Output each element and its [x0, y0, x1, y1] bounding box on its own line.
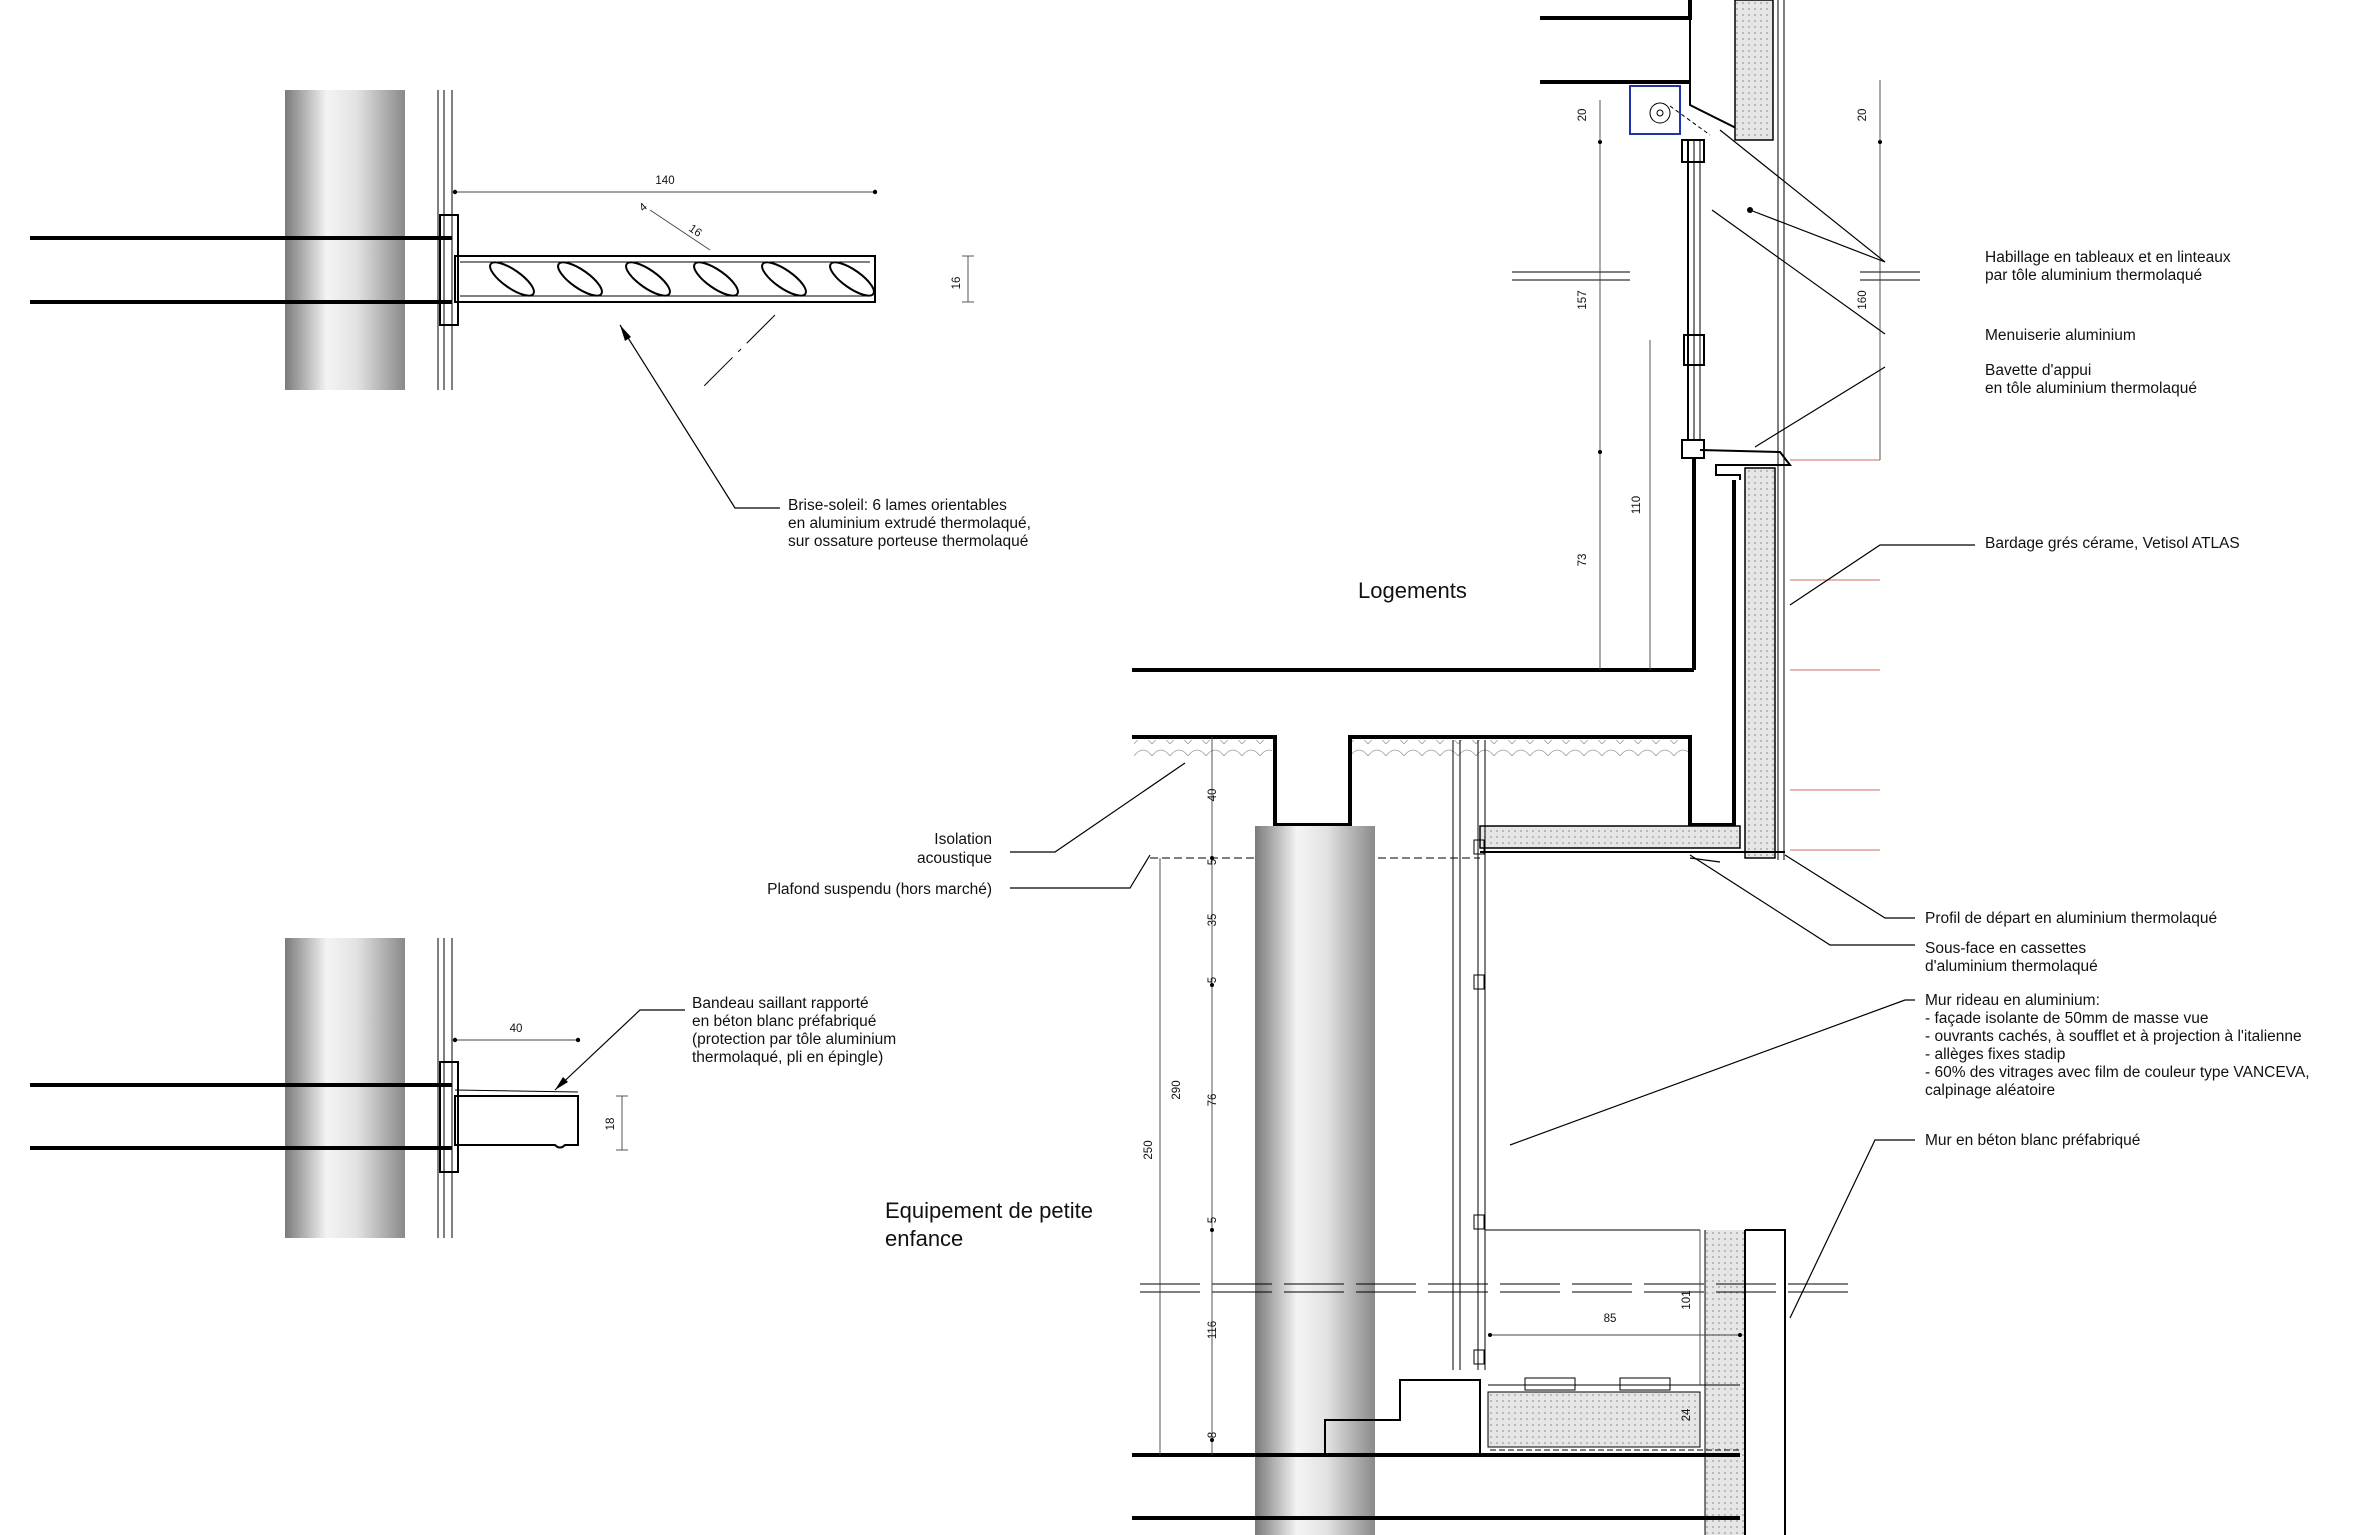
label-bandeau-2: en béton blanc préfabriqué: [692, 1013, 876, 1030]
dim-v24: 24: [1681, 1408, 1693, 1421]
label-bavette-2: en tôle aluminium thermolaqué: [1985, 380, 2197, 397]
dim-16-depth: 16: [951, 277, 963, 290]
label-mur-rideau-1: Mur rideau en aluminium:: [1925, 992, 2100, 1009]
dim-18: 18: [605, 1118, 617, 1131]
label-habillage-1: Habillage en tableaux et en linteaux: [1985, 249, 2231, 266]
dim-v101: 101: [1681, 1290, 1693, 1309]
dim-20-left: 20: [1577, 109, 1589, 122]
dim-v116: 116: [1207, 1321, 1219, 1339]
dim-v5a: 5: [1207, 859, 1219, 865]
label-mur-rideau-2: - façade isolante de 50mm de masse vue: [1925, 1010, 2208, 1027]
label-menuiserie: Menuiserie aluminium: [1985, 327, 2136, 344]
dim-157: 157: [1577, 290, 1589, 309]
label-bandeau-1: Bandeau saillant rapporté: [692, 995, 869, 1012]
room-label-logements: Logements: [1358, 578, 1467, 603]
dim-v35: 35: [1207, 914, 1219, 927]
label-habillage-2: par tôle aluminium thermolaqué: [1985, 267, 2202, 284]
room-label-equipement-2: enfance: [885, 1226, 963, 1251]
room-label-equipement-1: Equipement de petite: [885, 1198, 1093, 1223]
bandeau-detail: 40 18: [30, 938, 685, 1238]
dim-40-bandeau: 40: [510, 1023, 523, 1035]
label-brise-soleil-3: sur ossature porteuse thermolaqué: [788, 533, 1028, 550]
brise-soleil-detail: 140 4 16 16: [30, 90, 974, 509]
dim-16-angle: 16: [686, 223, 703, 240]
dim-v40: 40: [1207, 789, 1219, 802]
dim-85: 85: [1604, 1313, 1617, 1325]
dim-v8: 8: [1207, 1432, 1219, 1438]
label-plafond: Plafond suspendu (hors marché): [767, 881, 992, 898]
label-bardage: Bardage grés cérame, Vetisol ATLAS: [1985, 535, 2240, 552]
label-mur-rideau-4: - allèges fixes stadip: [1925, 1046, 2065, 1063]
louver-blades: [489, 261, 875, 297]
label-bandeau-4: thermolaqué, pli en épingle): [692, 1049, 883, 1066]
label-brise-soleil-2: en aluminium extrudé thermolaqué,: [788, 515, 1031, 532]
label-brise-soleil-1: Brise-soleil: 6 lames orientables: [788, 497, 1007, 514]
dim-v290: 290: [1171, 1080, 1183, 1099]
dim-v250: 250: [1143, 1140, 1155, 1159]
label-mur-rideau-6: calpinage aléatoire: [1925, 1082, 2055, 1099]
dim-v76: 76: [1207, 1094, 1219, 1107]
label-mur-rideau-3: - ouvrants cachés, à soufflet et à proje…: [1925, 1028, 2302, 1045]
column-shaded-2: [285, 938, 405, 1238]
dim-110: 110: [1631, 496, 1643, 514]
dim-v5b: 5: [1207, 977, 1219, 983]
break-lines: [1140, 271, 1920, 1293]
dim-160: 160: [1857, 290, 1869, 309]
dim-4: 4: [637, 201, 650, 215]
label-bavette-1: Bavette d'appui: [1985, 362, 2091, 379]
label-sous-face-1: Sous-face en cassettes: [1925, 940, 2086, 957]
label-profil: Profil de départ en aluminium thermolaqu…: [1925, 910, 2217, 927]
section-detail: [1010, 0, 1975, 1535]
dim-20-right: 20: [1857, 109, 1869, 122]
label-isolation-1: Isolation: [934, 831, 992, 848]
label-sous-face-2: d'aluminium thermolaqué: [1925, 958, 2098, 975]
label-isolation-2: acoustique: [917, 850, 992, 867]
roller-box-icon: [1629, 85, 1681, 135]
label-mur-beton: Mur en béton blanc préfabriqué: [1925, 1132, 2140, 1149]
dim-140: 140: [655, 175, 674, 187]
label-mur-rideau-5: - 60% des vitrages avec film de couleur …: [1925, 1064, 2310, 1081]
dim-73: 73: [1577, 554, 1589, 567]
dim-v5c: 5: [1207, 1217, 1219, 1223]
label-bandeau-3: (protection par tôle aluminium: [692, 1031, 896, 1048]
column-section: [1255, 826, 1375, 1291]
